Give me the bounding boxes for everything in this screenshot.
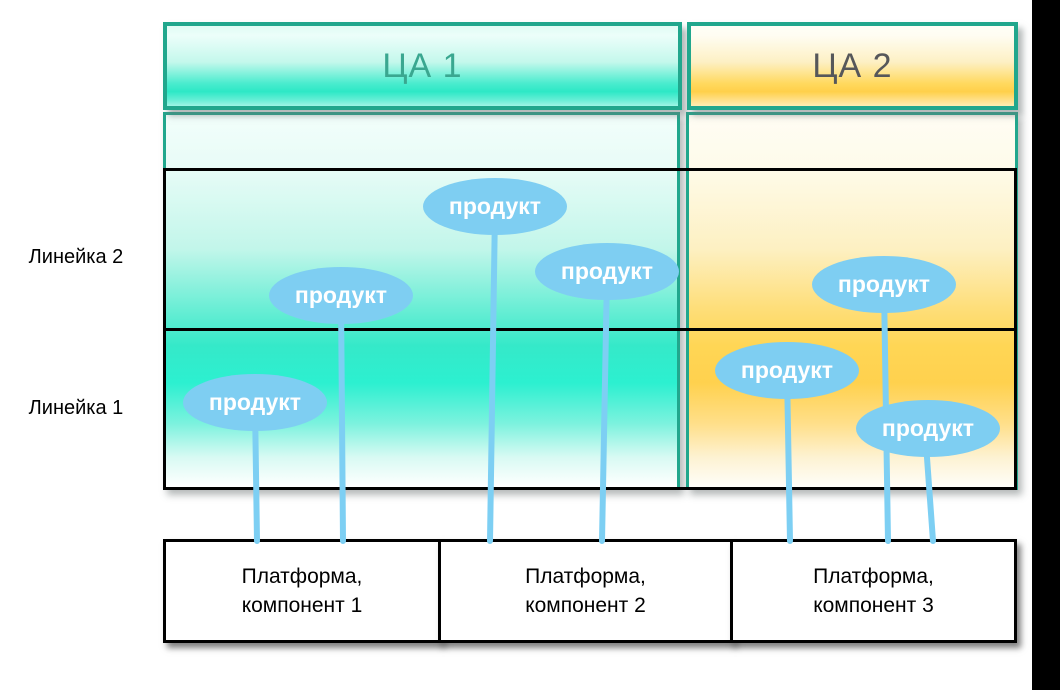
row-lineika-1 <box>163 328 1017 490</box>
platform-component-3: Платформа, компонент 3 <box>730 539 1017 643</box>
product-ellipse-lineika2-ca1-left: продукт <box>269 267 413 324</box>
column-header-ca2: ЦА 2 <box>687 22 1018 110</box>
platform-2-label-line2: компонент 2 <box>525 594 646 617</box>
platform-1-label-line2: компонент 1 <box>241 594 363 617</box>
product-ellipse-lineika1-ca2-left: продукт <box>715 342 859 399</box>
product-label: продукт <box>740 357 834 383</box>
column-header-ca1-label: ЦА 1 <box>382 46 463 85</box>
product-label: продукт <box>448 193 542 219</box>
platform-3-label-line1: Платформа, <box>813 564 934 588</box>
platform-3-label-line2: компонент 3 <box>813 594 934 617</box>
product-ellipse-lineika1-ca2-right: продукт <box>856 400 1000 457</box>
product-ellipse-lineika2-ca2: продукт <box>812 256 956 313</box>
product-ellipse-lineika1-ca1: продукт <box>183 374 327 431</box>
product-label: продукт <box>294 282 388 308</box>
product-label: продукт <box>560 258 654 284</box>
platform-component-2: Платформа, компонент 2 <box>438 539 733 643</box>
screen-edge-black-band <box>1032 0 1060 690</box>
product-label: продукт <box>837 271 931 297</box>
column-header-ca1: ЦА 1 <box>163 22 682 110</box>
product-label: продукт <box>881 415 975 441</box>
platform-2-label-line1: Платформа, <box>525 564 646 588</box>
column-header-ca2-label: ЦА 2 <box>812 46 893 85</box>
platform-component-1: Платформа, компонент 1 <box>163 539 441 643</box>
row-label-lineika-2: Линейка 2 <box>28 245 124 268</box>
row-label-lineika-1: Линейка 1 <box>28 396 124 419</box>
product-ellipse-lineika2-ca1-right: продукт <box>535 243 679 300</box>
product-ellipse-lineika2-ca1-top: продукт <box>423 178 567 235</box>
product-label: продукт <box>208 389 302 415</box>
platform-1-label-line1: Платформа, <box>241 564 363 588</box>
